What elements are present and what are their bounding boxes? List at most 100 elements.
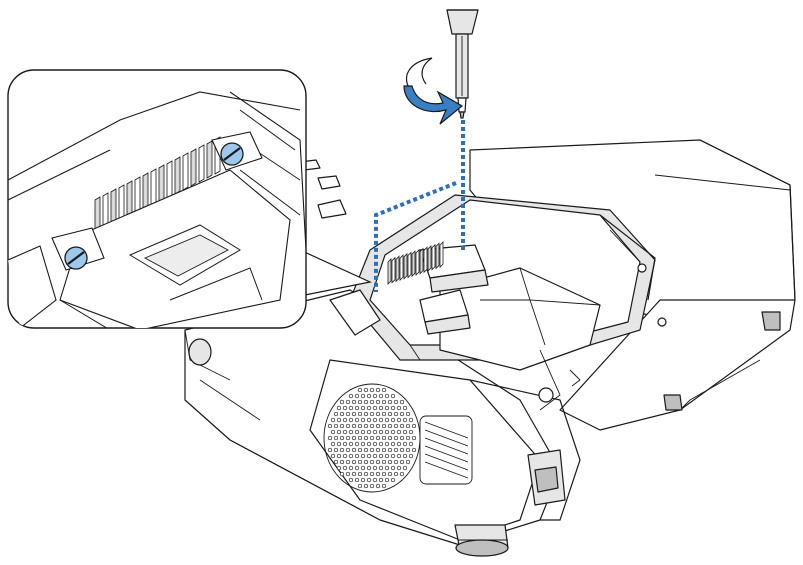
grille-hole: [372, 453, 378, 459]
grille-hole: [399, 411, 405, 417]
grille-hole: [348, 477, 354, 483]
grille-hole: [366, 393, 372, 399]
grille-hole: [342, 441, 348, 447]
grille-hole: [399, 435, 405, 441]
fin: [142, 172, 149, 211]
grille-hole: [357, 387, 363, 393]
grille-hole: [339, 423, 345, 429]
grille-hole: [399, 399, 405, 405]
grille-hole: [354, 429, 360, 435]
grille-hole: [366, 417, 372, 423]
grille-hole: [366, 477, 372, 483]
grille-hole: [348, 393, 354, 399]
grille-hole: [357, 447, 363, 453]
grille-hole: [330, 441, 336, 447]
fin: [435, 242, 440, 270]
grille-hole: [333, 435, 339, 441]
grille-hole: [399, 471, 405, 477]
grille-hole: [339, 435, 345, 441]
grille-hole: [396, 417, 402, 423]
grille-hole: [399, 423, 405, 429]
grille-hole: [357, 423, 363, 429]
grille-hole: [372, 429, 378, 435]
grille-hole: [357, 483, 363, 489]
grille-hole: [378, 477, 384, 483]
grille-hole: [384, 429, 390, 435]
screw-icon: [220, 142, 244, 166]
grille-hole: [363, 471, 369, 477]
grille-hole: [339, 399, 345, 405]
grille-hole: [375, 399, 381, 405]
grille-hole: [327, 447, 333, 453]
grille-hole: [405, 411, 411, 417]
grille-hole: [363, 411, 369, 417]
grille-hole: [366, 441, 372, 447]
grille-hole: [360, 429, 366, 435]
grille-hole: [387, 423, 393, 429]
grille-hole: [402, 429, 408, 435]
grille-hole: [354, 417, 360, 423]
grille-hole: [390, 441, 396, 447]
grille-hole: [345, 447, 351, 453]
grille-hole: [390, 429, 396, 435]
grille-hole: [372, 417, 378, 423]
grille-hole: [327, 423, 333, 429]
grille-hole: [351, 447, 357, 453]
grille-hole: [345, 411, 351, 417]
grille-hole: [381, 435, 387, 441]
grille-hole: [381, 447, 387, 453]
grille-hole: [408, 453, 414, 459]
side-vent: [419, 415, 473, 485]
grille-hole: [390, 405, 396, 411]
grille-hole: [360, 405, 366, 411]
grille-hole: [384, 405, 390, 411]
grille-hole: [354, 465, 360, 471]
grille-hole: [348, 429, 354, 435]
grille-hole: [336, 417, 342, 423]
grille-hole: [336, 453, 342, 459]
fin: [206, 140, 213, 179]
grille-hole: [372, 441, 378, 447]
grille-hole: [405, 423, 411, 429]
grille-hole: [363, 483, 369, 489]
fin: [403, 252, 408, 280]
fin: [415, 248, 420, 276]
grille-hole: [372, 465, 378, 471]
grille-hole: [390, 477, 396, 483]
grille-hole: [393, 435, 399, 441]
zoom-inset: [7, 69, 307, 329]
grille-hole: [333, 423, 339, 429]
grille-hole: [357, 459, 363, 465]
fin: [134, 176, 141, 215]
grille-hole: [360, 477, 366, 483]
grille-hole: [393, 471, 399, 477]
grille-hole: [336, 465, 342, 471]
grille-hole: [381, 411, 387, 417]
grille-hole: [387, 459, 393, 465]
grille-hole: [351, 411, 357, 417]
fin: [158, 164, 165, 203]
grille-hole: [348, 417, 354, 423]
grille-hole: [357, 471, 363, 477]
grille-hole: [360, 453, 366, 459]
grille-hole: [372, 393, 378, 399]
grille-hole: [366, 465, 372, 471]
grille-hole: [384, 441, 390, 447]
grille-hole: [387, 435, 393, 441]
grille-hole: [357, 435, 363, 441]
grille-hole: [372, 477, 378, 483]
grille-hole: [396, 453, 402, 459]
grille-hole: [348, 405, 354, 411]
grille-hole: [351, 423, 357, 429]
grille-hole: [339, 447, 345, 453]
grille-hole: [375, 447, 381, 453]
fin: [387, 258, 392, 285]
grille-hole: [402, 417, 408, 423]
grille-hole: [381, 459, 387, 465]
grille-hole: [381, 423, 387, 429]
fin: [198, 144, 205, 183]
grille-hole: [363, 423, 369, 429]
grille-hole: [339, 459, 345, 465]
grille-hole: [366, 405, 372, 411]
grille-hole: [378, 441, 384, 447]
